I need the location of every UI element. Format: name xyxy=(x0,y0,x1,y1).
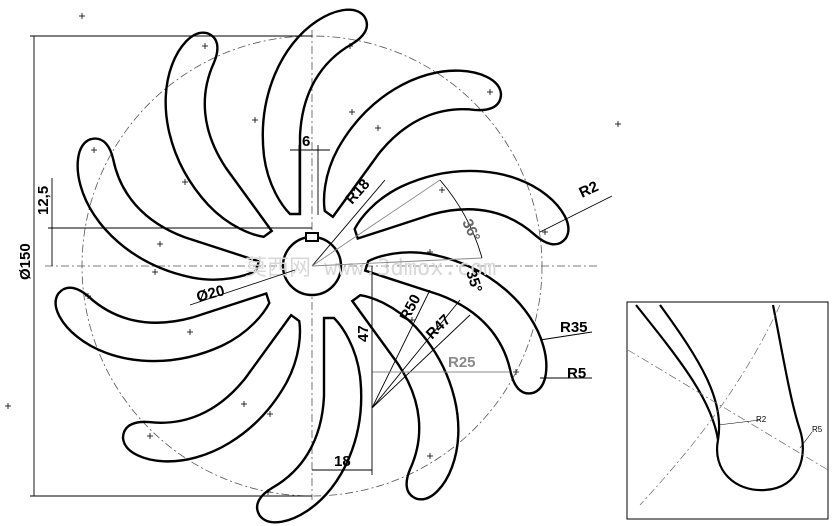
dim-angle36: 36° xyxy=(458,217,483,245)
detail-dim-r5: R5 xyxy=(812,425,823,434)
blade-6 xyxy=(255,316,363,524)
dim-r18: R18 xyxy=(342,176,373,208)
cross-markers xyxy=(5,13,621,495)
angle35-line xyxy=(371,299,461,409)
dimension-texts: Ø150 12,5 6 R18 Ø20 36° 35° R50 R47 R25 … xyxy=(17,133,601,470)
detail-curve-inner xyxy=(659,304,721,441)
dim-r47: R47 xyxy=(423,311,454,342)
detail-construction-arc xyxy=(639,304,781,506)
dia20-leader xyxy=(189,269,296,306)
hub-keyway xyxy=(305,232,319,242)
dim-r5: R5 xyxy=(567,365,586,382)
r2-leader xyxy=(539,195,613,233)
blade-7 xyxy=(121,313,302,463)
detail-dim-r2: R2 xyxy=(756,415,767,424)
r50-leader xyxy=(371,289,431,409)
dim-dia150: Ø150 xyxy=(17,243,34,280)
blade-group xyxy=(54,8,570,524)
detail-r2-leader xyxy=(717,419,761,426)
blade-3 xyxy=(353,169,570,246)
blade-4 xyxy=(363,251,548,395)
watermark-text: 莫西网 www.3dmox.com xyxy=(245,256,496,281)
r18-leader xyxy=(311,179,386,267)
dim-12-5: 12,5 xyxy=(35,186,52,215)
dim-r50: R50 xyxy=(397,292,425,324)
angle36-arc xyxy=(439,179,483,259)
blade-5 xyxy=(350,293,460,501)
blade-8 xyxy=(54,286,271,363)
dim-dia20: Ø20 xyxy=(195,282,227,306)
dim-r25: R25 xyxy=(448,354,476,371)
dim-47: 47 xyxy=(355,325,372,342)
dim-angle35: 35° xyxy=(462,268,485,295)
dim-r35: R35 xyxy=(560,319,588,336)
dim-r2: R2 xyxy=(577,178,602,202)
detail-curve-outer xyxy=(635,304,720,441)
angle36-line-a xyxy=(311,179,441,267)
r47-leader xyxy=(371,314,471,409)
blade-1 xyxy=(261,8,369,216)
angle36-line-b xyxy=(311,257,483,267)
blade-9 xyxy=(76,137,261,281)
detail-view: R2 R5 xyxy=(626,301,829,520)
blade-10 xyxy=(164,31,274,239)
detail-r5-leader xyxy=(799,431,813,449)
dim-6: 6 xyxy=(302,133,310,150)
detail-construction-line xyxy=(627,349,829,471)
detail-tip-loop xyxy=(715,304,804,492)
blade-2 xyxy=(322,69,503,219)
r35-leader xyxy=(539,331,593,341)
dimension-lines xyxy=(30,35,613,497)
dim-18: 18 xyxy=(334,453,351,470)
